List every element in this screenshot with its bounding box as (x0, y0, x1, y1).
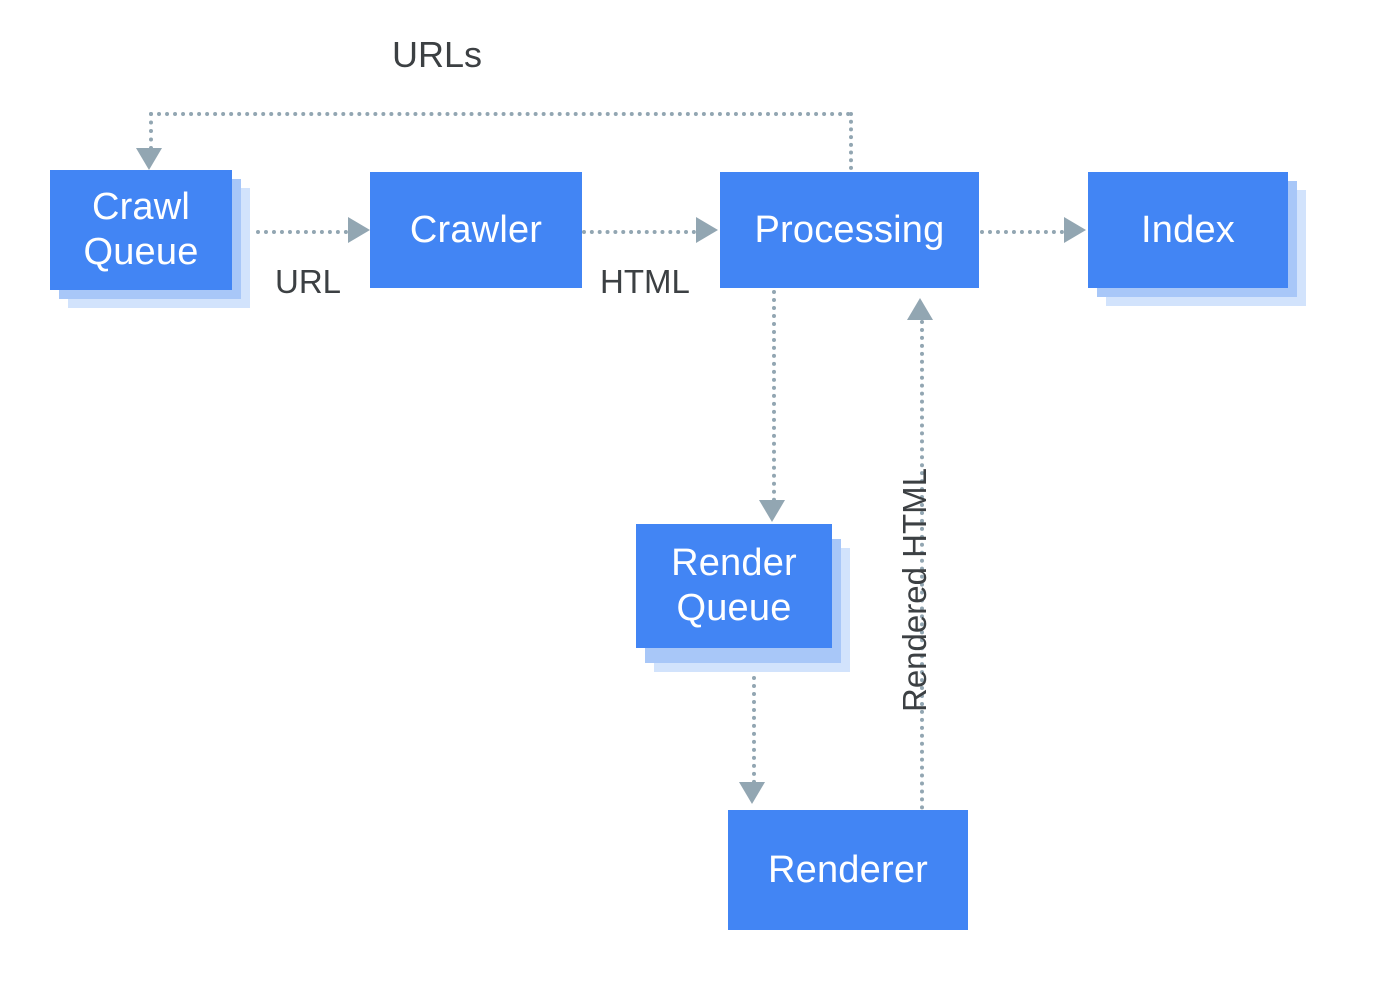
edge-rendered-html-arrowhead-icon (907, 298, 933, 320)
edge-urls-label: URLs (392, 34, 483, 75)
node-crawler[interactable]: Crawler (370, 172, 582, 288)
edge-url-line (256, 230, 348, 234)
edge-to-index-line (980, 230, 1064, 234)
edge-urls-riser-right (849, 112, 853, 170)
node-render-queue-label: Render Queue (671, 542, 797, 629)
edge-to-render-queue-arrowhead-icon (759, 500, 785, 522)
edge-to-renderer-line (752, 660, 756, 784)
edge-to-index-arrowhead-icon (1064, 217, 1086, 243)
edge-html-line (582, 230, 696, 234)
node-processing-label: Processing (754, 208, 945, 251)
edge-html-label: HTML (600, 263, 690, 300)
node-index[interactable]: Index (1088, 172, 1288, 288)
node-processing[interactable]: Processing (720, 172, 979, 288)
node-crawler-label: Crawler (409, 208, 543, 251)
node-render-queue[interactable]: Render Queue (636, 524, 832, 648)
node-index-label: Index (1141, 208, 1235, 251)
edge-to-renderer-arrowhead-icon (739, 782, 765, 804)
node-crawl-queue[interactable]: Crawl Queue (50, 170, 232, 290)
node-crawl-queue-label: Crawl Queue (83, 186, 199, 273)
edge-urls-arrowhead-icon (136, 148, 162, 170)
node-renderer-label: Renderer (767, 848, 929, 891)
node-renderer[interactable]: Renderer (728, 810, 968, 930)
edge-to-render-queue-line (772, 290, 776, 502)
edge-urls-span (149, 112, 851, 116)
edge-urls-drop-left (149, 112, 153, 150)
edge-rendered-html-line (920, 320, 924, 810)
edge-url-label: URL (275, 263, 342, 300)
edge-html-arrowhead-icon (696, 217, 718, 243)
edge-rendered-html-label: Rendered HTML (896, 468, 933, 712)
edge-url-arrowhead-icon (348, 217, 370, 243)
